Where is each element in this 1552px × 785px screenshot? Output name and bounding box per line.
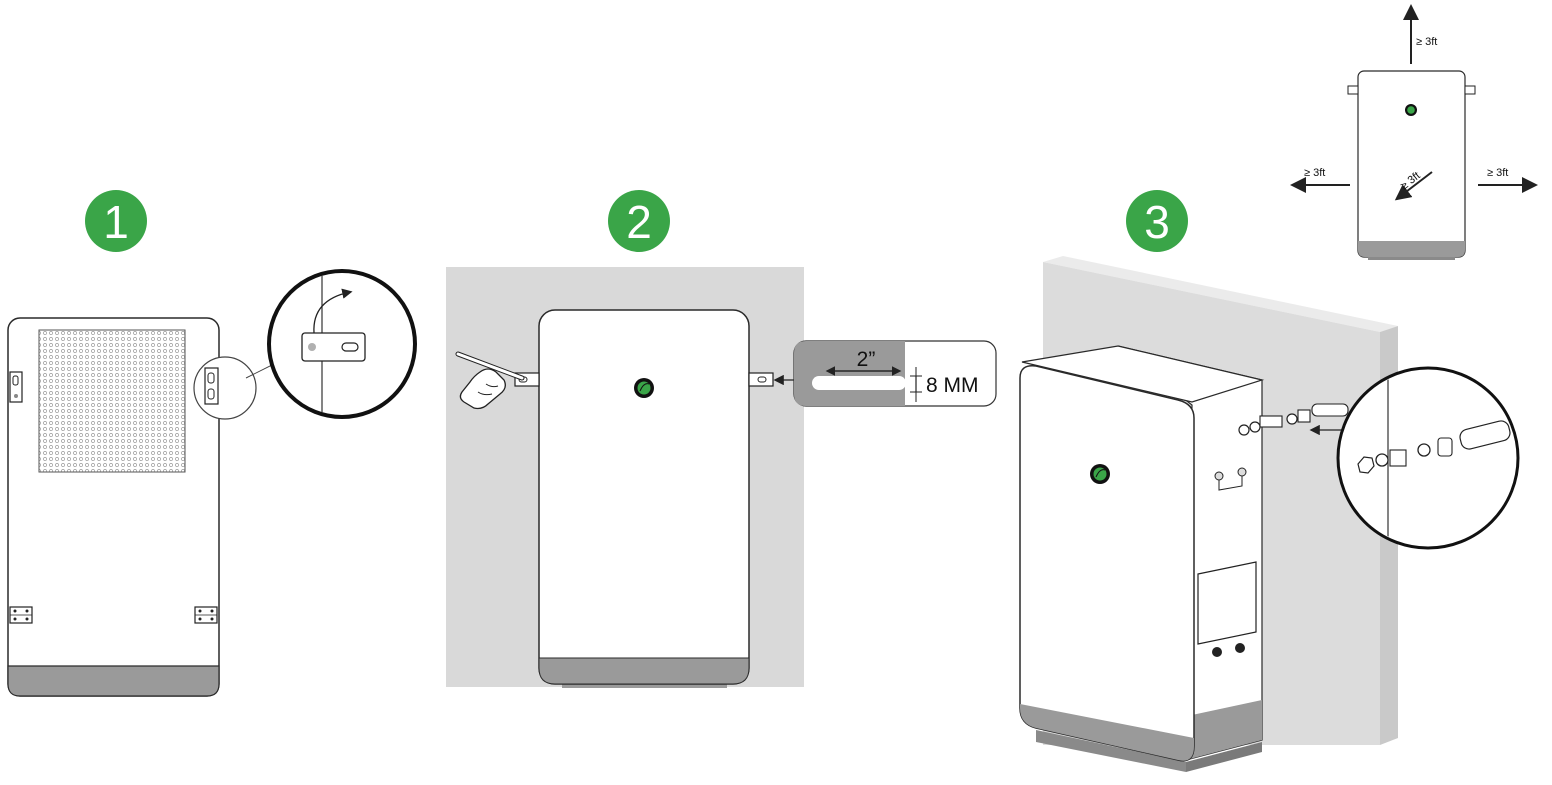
wall-bolt-set [1238,403,1349,436]
slot-shape [812,376,906,390]
clearance-right-label: ≥ 3ft [1487,167,1508,179]
step-1: 1 [7,190,417,697]
foot-bracket-left [9,606,33,624]
hand-pencil-icon [455,351,525,410]
side-panel [1197,561,1257,645]
battery-front-view [538,309,750,688]
step-1-badge: 1 [85,190,147,252]
slot-dimension-callout: 2” 8 MM [793,340,997,407]
side-terminals [1214,467,1247,491]
step-2-badge: 2 [608,190,670,252]
anchor-sleeve [1459,420,1511,450]
step-2-number: 2 [626,196,652,248]
clearance-left-label: ≥ 3ft [1304,167,1325,179]
slot-width-label: 8 MM [926,374,979,397]
bracket-rotate-zoom [267,269,417,419]
clearance-front-arrow [1394,171,1433,201]
battery-back-view [7,317,220,697]
side-bracket-left [9,371,23,403]
clearance-diagram: ≥ 3ft ≥ 3ft ≥ 3ft ≥ 3ft [1290,4,1538,260]
clearance-top-label: ≥ 3ft [1416,36,1437,48]
logo-icon [1090,464,1110,484]
step-3-number: 3 [1144,196,1170,248]
vent-grille [38,329,186,473]
foot-bracket-right [194,606,218,624]
battery-3d [1019,345,1349,772]
washer-icon [1375,453,1389,467]
step-1-number: 1 [103,196,129,248]
step-2: 2 [446,190,997,688]
bracket-highlight-circle [193,356,287,420]
logo-icon [1405,104,1417,116]
bolt-nut-icon [1357,456,1375,474]
mount-bracket-right [748,372,774,387]
bracket-plate [301,332,366,362]
step-3-badge: 3 [1126,190,1188,252]
slot-length-label: 2” [857,348,876,371]
logo-icon [634,378,654,398]
rotate-arrow-icon [313,288,353,334]
step-3: 3 [1019,190,1520,772]
bolt-detail-zoom [1336,366,1520,550]
